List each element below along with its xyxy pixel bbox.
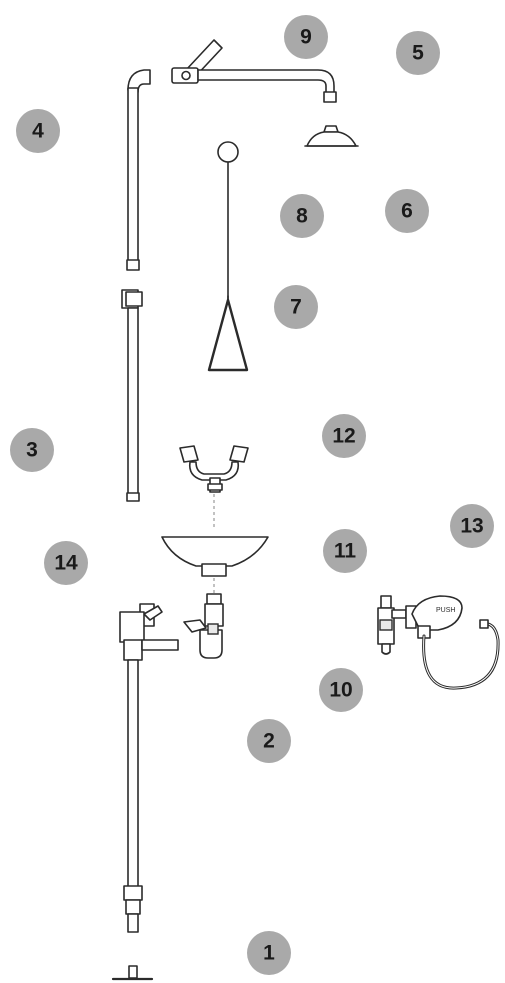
middle-riser-pipe — [122, 290, 142, 501]
svg-text:4: 4 — [32, 120, 44, 143]
callout-6: 6 — [385, 189, 429, 233]
svg-text:5: 5 — [412, 42, 424, 65]
svg-text:2: 2 — [263, 730, 275, 753]
svg-text:11: 11 — [334, 540, 357, 563]
shower-head — [305, 126, 358, 146]
push-label: PUSH — [436, 607, 455, 614]
pull-triangle-handle — [209, 296, 247, 370]
lower-pipe-with-tee — [120, 604, 178, 932]
svg-text:10: 10 — [329, 679, 352, 702]
svg-text:14: 14 — [54, 552, 78, 575]
svg-text:8: 8 — [296, 205, 308, 228]
callout-10: 10 — [319, 668, 363, 712]
upper-riser-pipe — [127, 70, 150, 270]
svg-text:3: 3 — [26, 439, 38, 462]
callout-5: 5 — [396, 31, 440, 75]
eyewash-bowl — [162, 537, 268, 576]
floor-flange — [113, 966, 152, 979]
callout-13: 13 — [450, 504, 494, 548]
pull-rod-with-ball — [218, 142, 238, 300]
svg-text:6: 6 — [401, 200, 413, 223]
svg-text:7: 7 — [290, 296, 302, 319]
svg-text:13: 13 — [460, 515, 483, 538]
callout-4: 4 — [16, 109, 60, 153]
callout-11: 11 — [323, 529, 367, 573]
drench-hose-unit: PUSH — [378, 596, 498, 688]
eyewash-valve — [184, 594, 223, 658]
callout-12: 12 — [322, 414, 366, 458]
callout-9: 9 — [284, 15, 328, 59]
callout-14: 14 — [44, 541, 88, 585]
eyewash-spray-heads — [180, 446, 248, 492]
callout-8: 8 — [280, 194, 324, 238]
callout-3: 3 — [10, 428, 54, 472]
svg-text:1: 1 — [263, 942, 275, 965]
callout-7: 7 — [274, 285, 318, 329]
svg-text:9: 9 — [300, 26, 312, 49]
svg-text:12: 12 — [332, 425, 355, 448]
callout-2: 2 — [247, 719, 291, 763]
callout-1: 1 — [247, 931, 291, 975]
